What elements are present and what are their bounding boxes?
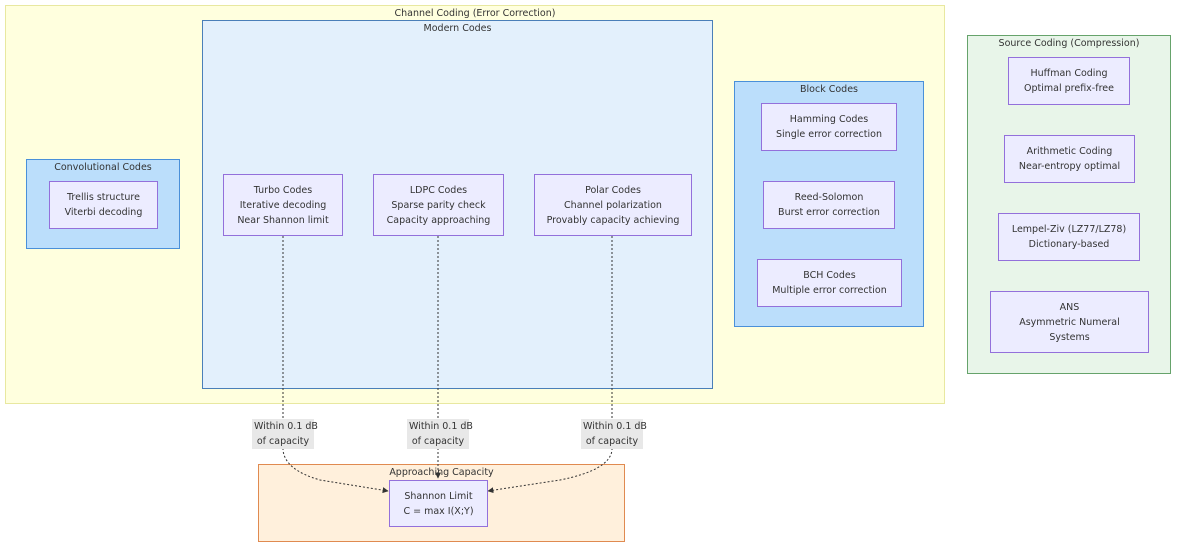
shannon-line1: Shannon Limit — [404, 490, 473, 502]
edge-turbo-to-shannon — [282, 236, 389, 494]
shannon-limit-node: Shannon Limit C = max I(X;Y) — [389, 480, 488, 527]
reed-line1: Reed-Solomon — [794, 192, 864, 203]
source-coding-title: Source Coding (Compression) — [998, 38, 1140, 49]
lempel-ziv-node: Lempel-Ziv (LZ77/LZ78) Dictionary-based — [998, 213, 1140, 261]
ldpc-edge-label-line1: Within 0.1 dB — [409, 421, 473, 432]
ans-line3: Systems — [1049, 331, 1090, 343]
modern-codes-title: Modern Codes — [423, 23, 492, 34]
ans-line1: ANS — [1059, 301, 1080, 313]
ans-line2: Asymmetric Numeral — [1019, 316, 1120, 328]
turbo-line1: Turbo Codes — [253, 184, 313, 196]
hamming-codes-node: Hamming Codes Single error correction — [761, 103, 897, 151]
turbo-edge-label-line2: of capacity — [256, 436, 310, 447]
ldpc-line1: LDPC Codes — [409, 184, 468, 196]
polar-edge-label-line1: Within 0.1 dB — [583, 421, 647, 432]
polar-codes-node: Polar Codes Channel polarization Provabl… — [534, 174, 692, 236]
turbo-line2: Iterative decoding — [239, 199, 327, 211]
turbo-edge-label: Within 0.1 dB of capacity — [252, 419, 318, 449]
huffman-line1: Huffman Coding — [1030, 68, 1108, 79]
ldpc-edge-label-line2: of capacity — [411, 436, 465, 447]
turbo-edge-label-line1: Within 0.1 dB — [254, 421, 318, 432]
approaching-capacity-title: Approaching Capacity — [389, 467, 494, 478]
convolutional-codes-title: Convolutional Codes — [54, 162, 152, 173]
turbo-codes-node: Turbo Codes Iterative decoding Near Shan… — [223, 174, 343, 236]
bch-line2: Multiple error correction — [772, 285, 887, 296]
reed-solomon-node: Reed-Solomon Burst error correction — [763, 181, 895, 229]
arithmetic-line1: Arithmetic Coding — [1026, 146, 1113, 157]
polar-line2: Channel polarization — [564, 199, 662, 211]
channel-coding-title: Channel Coding (Error Correction) — [394, 8, 556, 19]
polar-edge-label-line2: of capacity — [585, 436, 639, 447]
ldpc-line3: Capacity approaching — [386, 214, 491, 226]
trellis-node: Trellis structure Viterbi decoding — [49, 181, 158, 229]
edge-polar-to-shannon — [487, 236, 613, 494]
bch-line1: BCH Codes — [803, 270, 856, 281]
shannon-line2: C = max I(X;Y) — [403, 505, 474, 517]
huffman-line2: Optimal prefix-free — [1024, 83, 1114, 94]
reed-line2: Burst error correction — [778, 207, 880, 218]
polar-line1: Polar Codes — [585, 184, 641, 196]
arithmetic-line2: Near-entropy optimal — [1018, 161, 1121, 172]
ldpc-codes-node: LDPC Codes Sparse parity check Capacity … — [373, 174, 504, 236]
hamming-line2: Single error correction — [776, 129, 882, 140]
arithmetic-coding-node: Arithmetic Coding Near-entropy optimal — [1004, 135, 1135, 183]
ans-node: ANS Asymmetric Numeral Systems — [990, 291, 1149, 353]
block-codes-title: Block Codes — [800, 84, 858, 95]
hamming-line1: Hamming Codes — [789, 114, 869, 125]
turbo-line3: Near Shannon limit — [237, 214, 329, 226]
trellis-line1: Trellis structure — [67, 192, 140, 203]
polar-edge-label: Within 0.1 dB of capacity — [581, 419, 647, 449]
huffman-coding-node: Huffman Coding Optimal prefix-free — [1008, 57, 1130, 105]
trellis-line2: Viterbi decoding — [64, 207, 143, 218]
lempel-line1: Lempel-Ziv (LZ77/LZ78) — [1011, 224, 1127, 235]
ldpc-edge-label: Within 0.1 dB of capacity — [407, 419, 473, 449]
lempel-line2: Dictionary-based — [1028, 239, 1110, 250]
polar-line3: Provably capacity achieving — [546, 214, 680, 226]
bch-codes-node: BCH Codes Multiple error correction — [757, 259, 902, 307]
ldpc-line2: Sparse parity check — [391, 199, 486, 211]
